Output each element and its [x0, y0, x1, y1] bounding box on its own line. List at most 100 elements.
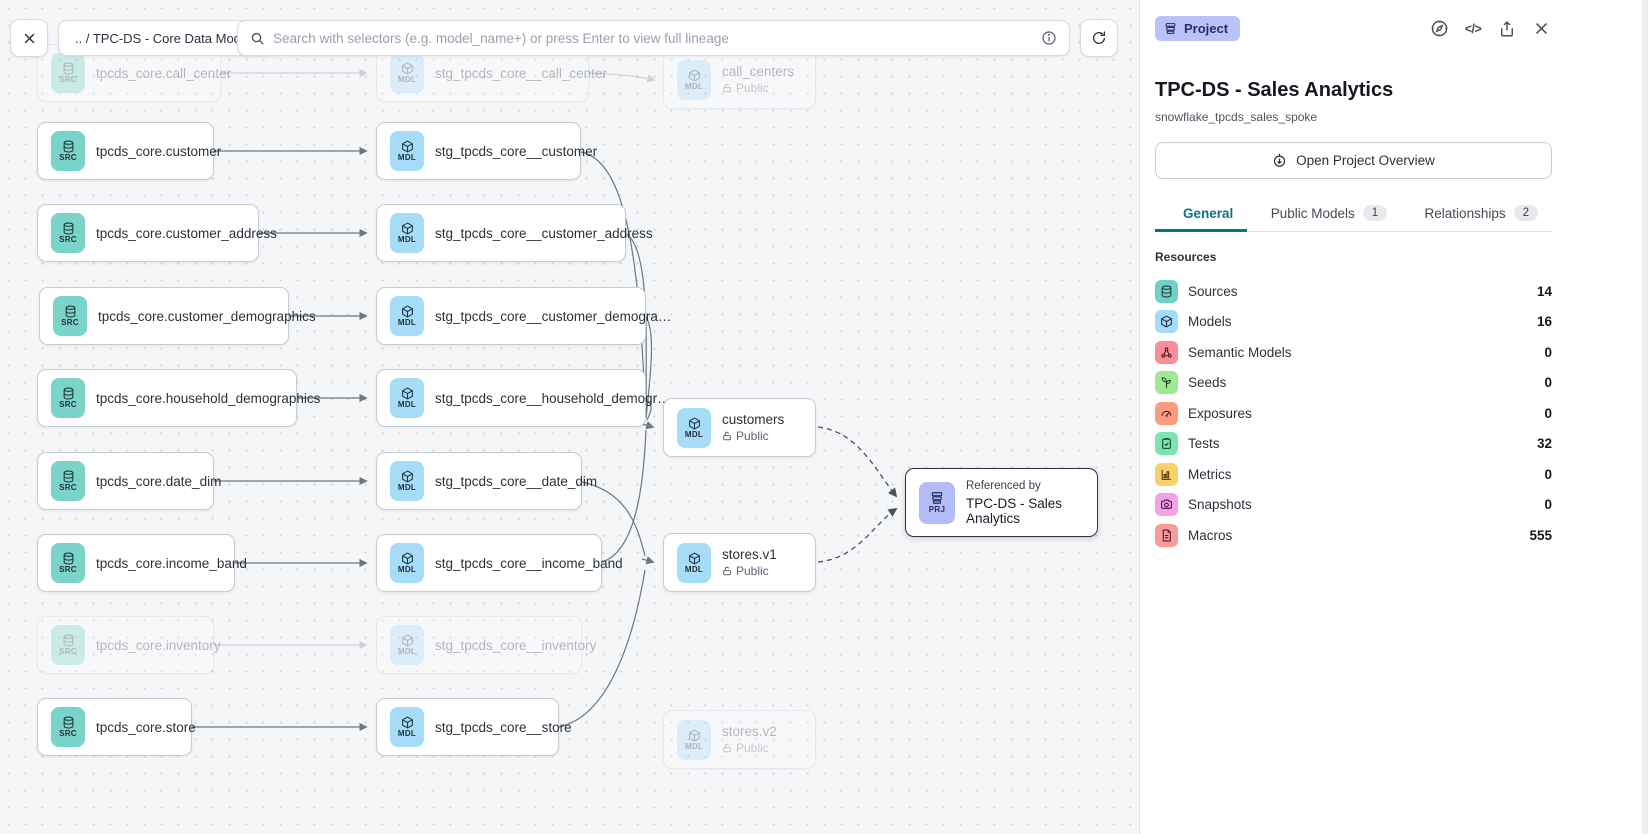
open-project-overview-button[interactable]: Open Project Overview: [1155, 142, 1552, 179]
access-label: Public: [722, 564, 777, 578]
model-icon: MDL: [390, 543, 424, 583]
access-label: Public: [722, 429, 784, 443]
resource-type-badge: Project: [1155, 16, 1241, 41]
public-model-node-call-centers[interactable]: MDL call_centers Public: [663, 50, 816, 109]
tab-relationships[interactable]: Relationships 2: [1411, 199, 1552, 231]
project-schema-name: snowflake_tpcds_sales_spoke: [1155, 110, 1318, 124]
source-icon: SRC: [51, 213, 85, 253]
model-icon: MDL: [390, 53, 424, 93]
project-node-referenced-by[interactable]: PRJ Referenced by TPC-DS - Sales Analyti…: [905, 468, 1098, 537]
model-icon: MDL: [677, 59, 711, 100]
resource-row-macros[interactable]: Macros 555: [1155, 520, 1552, 551]
close-lineage-button[interactable]: [10, 19, 48, 57]
info-icon[interactable]: [1041, 30, 1057, 46]
resource-count: 0: [1544, 497, 1552, 513]
node-label: stores.v2: [722, 724, 777, 739]
resource-row-semantic-models[interactable]: Semantic Models 0: [1155, 337, 1552, 368]
code-icon[interactable]: </>: [1464, 21, 1482, 36]
node-label: stg_tpcds_core__household_demogr…: [435, 390, 671, 406]
overview-icon: [1274, 153, 1286, 167]
source-icon: SRC: [51, 131, 85, 171]
search-input[interactable]: [273, 30, 1033, 46]
model-icon: MDL: [390, 625, 424, 665]
refresh-lineage-button[interactable]: [1080, 19, 1118, 57]
model-icon: MDL: [677, 719, 711, 760]
public-model-node-stores-v1[interactable]: MDL stores.v1 Public: [663, 533, 816, 592]
source-node-income-band[interactable]: SRC tpcds_core.income_band: [37, 534, 247, 592]
resource-count: 14: [1536, 283, 1552, 299]
model-node-stg-household-demographics[interactable]: MDL stg_tpcds_core__household_demogr…: [376, 369, 671, 427]
share-icon[interactable]: [1496, 18, 1518, 40]
metrics-icon: [1155, 462, 1178, 486]
close-panel-icon[interactable]: [1530, 18, 1552, 40]
source-node-store[interactable]: SRC tpcds_core.store: [37, 698, 196, 756]
exposures-icon: [1155, 401, 1178, 425]
unlock-icon: [723, 83, 731, 93]
tab-public-models[interactable]: Public Models 1: [1257, 199, 1401, 231]
semantic-models-icon: [1155, 340, 1178, 364]
resource-count: 555: [1529, 527, 1552, 543]
model-node-stg-income-band[interactable]: MDL stg_tpcds_core__income_band: [376, 534, 623, 592]
node-label: tpcds_core.store: [96, 719, 196, 735]
source-node-inventory[interactable]: SRC tpcds_core.inventory: [37, 616, 221, 674]
resource-count: 0: [1544, 405, 1552, 421]
resource-count: 0: [1544, 375, 1552, 391]
node-label: tpcds_core.date_dim: [96, 473, 222, 489]
source-icon: SRC: [51, 53, 85, 93]
source-icon: SRC: [51, 543, 85, 583]
node-label: tpcds_core.inventory: [96, 637, 221, 653]
node-label: call_centers: [722, 64, 795, 79]
resource-row-metrics[interactable]: Metrics 0: [1155, 459, 1552, 490]
refresh-icon: [1093, 31, 1105, 44]
search-icon: [251, 32, 264, 45]
page-title: TPC-DS - Sales Analytics: [1155, 79, 1394, 101]
source-node-customer[interactable]: SRC tpcds_core.customer: [37, 122, 221, 180]
resource-row-tests[interactable]: Tests 32: [1155, 429, 1552, 460]
macros-icon: [1155, 523, 1178, 547]
node-label: tpcds_core.customer_address: [96, 225, 277, 241]
node-label: tpcds_core.household_demographics: [96, 390, 321, 406]
resources-list: Sources 14 Models 16 Semantic Models 0: [1155, 276, 1552, 551]
project-badge-icon: [1165, 23, 1176, 34]
resource-row-seeds[interactable]: Seeds 0: [1155, 368, 1552, 399]
tab-general[interactable]: General: [1155, 200, 1248, 232]
panel-scrollbar[interactable]: [1642, 0, 1648, 834]
model-node-stg-customer-demographics[interactable]: MDL stg_tpcds_core__customer_demogra…: [376, 287, 671, 345]
source-node-household-demographics[interactable]: SRC tpcds_core.household_demographics: [37, 369, 320, 427]
resource-count: 16: [1536, 314, 1552, 330]
model-node-stg-customer[interactable]: MDL stg_tpcds_core__customer: [376, 122, 597, 180]
public-model-node-customers[interactable]: MDL customers Public: [663, 398, 816, 457]
explore-compass-icon[interactable]: [1428, 18, 1450, 40]
resource-row-exposures[interactable]: Exposures 0: [1155, 398, 1552, 429]
lineage-edges: [192, 68, 898, 732]
model-icon: MDL: [390, 461, 424, 501]
node-label: stg_tpcds_core__customer_demogra…: [435, 308, 672, 324]
tests-icon: [1155, 432, 1178, 456]
public-model-node-stores-v2[interactable]: MDL stores.v2 Public: [663, 710, 816, 769]
resource-row-models[interactable]: Models 16: [1155, 307, 1552, 338]
source-node-date-dim[interactable]: SRC tpcds_core.date_dim: [37, 452, 221, 510]
unlock-icon: [723, 431, 731, 441]
model-icon: MDL: [390, 131, 424, 171]
resources-heading: Resources: [1155, 250, 1217, 264]
node-label: stg_tpcds_core__customer: [435, 143, 598, 159]
lineage-canvas[interactable]: SRC tpcds_core.call_center SRC tpcds_cor…: [0, 0, 1139, 834]
source-node-customer-address[interactable]: SRC tpcds_core.customer_address: [37, 204, 277, 262]
node-label: stg_tpcds_core__customer_address: [435, 225, 653, 241]
model-node-stg-store[interactable]: MDL stg_tpcds_core__store: [376, 698, 572, 756]
access-label: Public: [722, 81, 794, 95]
resource-count: 0: [1544, 466, 1552, 482]
lineage-search: [237, 20, 1070, 56]
model-node-stg-inventory[interactable]: MDL stg_tpcds_core__inventory: [376, 616, 596, 674]
node-label: customers: [722, 412, 785, 427]
model-icon: MDL: [677, 407, 711, 448]
resource-count: 0: [1544, 344, 1552, 360]
resource-row-snapshots[interactable]: Snapshots 0: [1155, 490, 1552, 521]
source-icon: SRC: [51, 707, 85, 747]
source-icon: SRC: [51, 461, 85, 501]
resource-row-sources[interactable]: Sources 14: [1155, 276, 1552, 307]
source-node-customer-demographics[interactable]: SRC tpcds_core.customer_demographics: [39, 287, 316, 345]
model-icon: MDL: [677, 542, 711, 583]
model-node-stg-customer-address[interactable]: MDL stg_tpcds_core__customer_address: [376, 204, 653, 262]
model-node-stg-date-dim[interactable]: MDL stg_tpcds_core__date_dim: [376, 452, 597, 510]
